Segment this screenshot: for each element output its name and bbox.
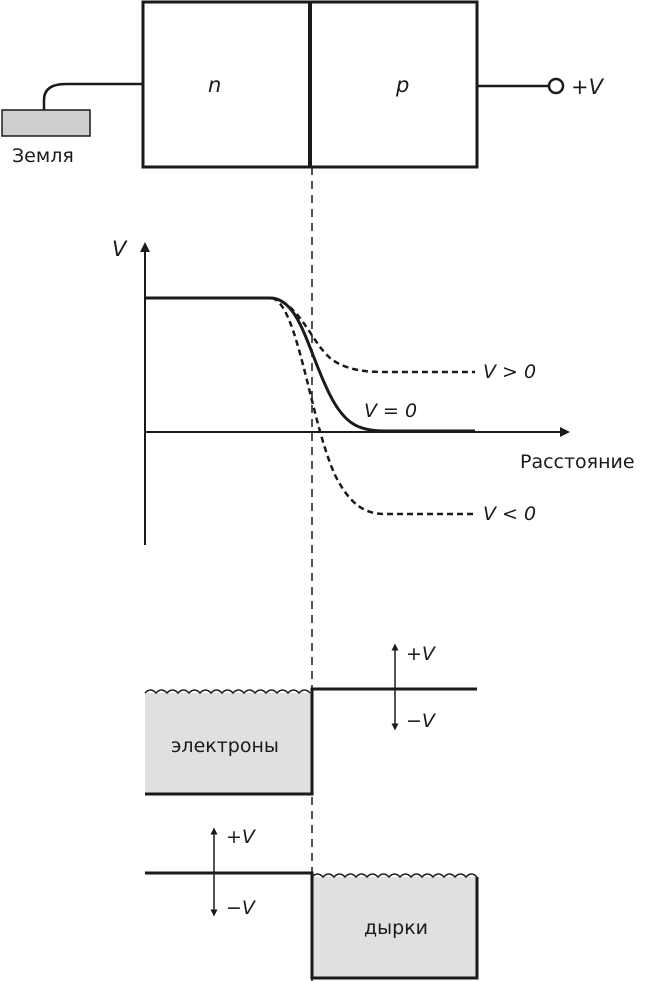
hole-band-edge (145, 871, 479, 980)
hole-band: дырки +V −V (145, 826, 479, 980)
hole-down-label: −V (226, 897, 257, 919)
label-forward-bias: V > 0 (483, 361, 536, 383)
ground-wire (42, 82, 143, 110)
bias-terminal-icon (547, 77, 565, 95)
x-axis-label: Расстояние (520, 451, 635, 473)
electron-band: электроны +V −V (144, 643, 477, 796)
ground-label: Земля (12, 145, 74, 167)
p-region (308, 0, 479, 169)
electron-fill-label: электроны (171, 735, 279, 757)
n-region (141, 0, 312, 169)
ground-pad (1, 109, 91, 137)
curve-equilibrium (145, 296, 475, 433)
potential-plot: V Расстояние V > 0 V = 0 V < 0 (112, 237, 635, 545)
electron-up-label: +V (406, 643, 437, 665)
bias-label: +V (571, 75, 605, 99)
electron-fermi-surface (144, 689, 311, 695)
electron-down-label: −V (406, 710, 437, 732)
label-reverse-bias: V < 0 (483, 503, 536, 525)
curve-reverse-bias (271, 296, 475, 516)
y-axis-label: V (112, 237, 128, 261)
junction-block: Земля n p +V (1, 0, 605, 169)
electron-fill-region (145, 693, 312, 794)
label-equilibrium: V = 0 (364, 400, 417, 422)
hole-fill-label: дырки (364, 917, 428, 939)
p-label: p (395, 73, 409, 97)
hole-fermi-surface (311, 873, 478, 879)
hole-fill-region (312, 877, 477, 978)
hole-up-label: +V (226, 826, 257, 848)
n-label: n (208, 73, 221, 97)
